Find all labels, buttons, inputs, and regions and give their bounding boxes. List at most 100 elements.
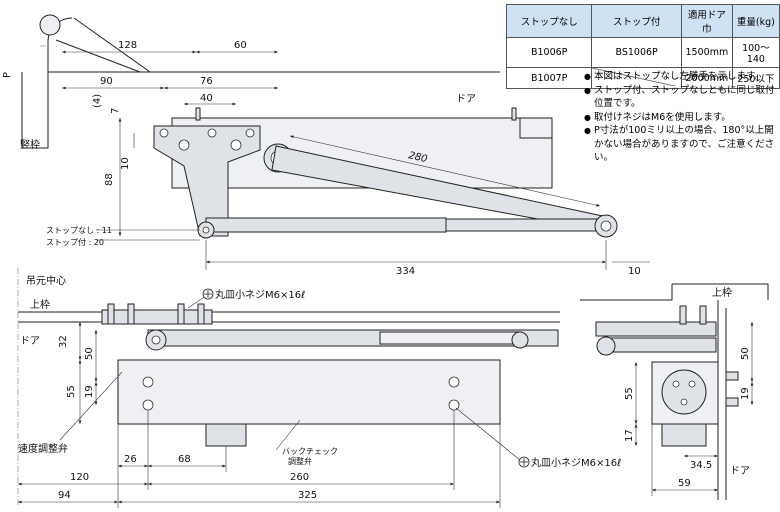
screw-stud bbox=[511, 107, 517, 121]
dim-94: 94 bbox=[58, 490, 71, 501]
side-label-upper-frame: 上枠 bbox=[712, 286, 732, 299]
table-cell: BS1006P bbox=[591, 37, 682, 68]
side-dim-19: 19 bbox=[740, 387, 751, 400]
side-arm bbox=[605, 337, 717, 353]
side-hole bbox=[680, 398, 688, 406]
screw-stud bbox=[197, 303, 205, 325]
side-hole bbox=[688, 380, 696, 388]
notes-list: 本図はストップなし左勝手を示します。 ストップ付、ストップなしともに同じ取付位置… bbox=[584, 70, 776, 165]
label-p: P bbox=[2, 72, 13, 78]
dim-280: 280 bbox=[407, 150, 428, 165]
closer-endcap bbox=[519, 117, 553, 139]
upper-frame-profile bbox=[580, 283, 769, 301]
label-backcheck-2: 調整弁 bbox=[288, 456, 312, 466]
label-backcheck-1: バックチェック bbox=[282, 447, 338, 456]
dim-325: 325 bbox=[298, 490, 317, 501]
dim-7: 7 bbox=[110, 108, 121, 114]
label-frame: 竪枠 bbox=[20, 138, 40, 151]
header-door-width: 適用ドア巾 bbox=[680, 4, 733, 38]
side-dim-59: 59 bbox=[678, 478, 691, 489]
screw-stud bbox=[127, 303, 135, 325]
label-pivot-center: 吊元中心 bbox=[26, 274, 66, 287]
dim-10: 10 bbox=[120, 157, 131, 170]
screw-callout-top: 丸皿小ネジM6×16ℓ bbox=[202, 288, 305, 301]
dim-128: 128 bbox=[118, 40, 137, 51]
rod-arm-2 bbox=[445, 218, 607, 232]
dim-90: 90 bbox=[100, 76, 113, 87]
side-hole bbox=[672, 380, 680, 388]
hinge-circle bbox=[39, 14, 61, 36]
screw-hole bbox=[230, 139, 242, 151]
label-screw-bottom: 丸皿小ネジM6×16ℓ bbox=[531, 456, 621, 469]
screw-callout-bottom: 丸皿小ネジM6×16ℓ bbox=[518, 456, 621, 469]
label-door: ドア bbox=[456, 94, 476, 105]
note-item: P寸法が100ミリ以上の場合、180°以上開かない場合がありますので、ご注意くだ… bbox=[584, 124, 776, 165]
screw-stud bbox=[195, 107, 201, 121]
mount-hole bbox=[142, 376, 154, 388]
screw-stud bbox=[699, 305, 707, 325]
front-view: 32 50 55 19 26 68 260 120 94 325 吊元中心 上枠… bbox=[17, 268, 621, 508]
label-door-front: ドア bbox=[20, 336, 40, 347]
screw-stud bbox=[679, 305, 687, 325]
diag-line-2 bbox=[73, 17, 151, 73]
mount-hole bbox=[448, 399, 460, 411]
side-body-circle bbox=[661, 369, 707, 415]
dim-19: 19 bbox=[84, 385, 95, 398]
dim-55: 55 bbox=[66, 385, 77, 398]
screw-stud bbox=[177, 303, 185, 325]
rod-pivot-hole bbox=[202, 226, 210, 234]
leader-line bbox=[455, 407, 521, 461]
side-view: 50 55 19 17 34.5 59 上枠 ドア bbox=[580, 283, 769, 500]
side-screw bbox=[725, 397, 739, 407]
side-screw bbox=[725, 371, 739, 381]
side-bottom-block bbox=[661, 423, 707, 447]
dim-68: 68 bbox=[178, 454, 191, 465]
closer-bottom-block bbox=[205, 423, 247, 447]
dim-line bbox=[289, 135, 601, 207]
frame-jamb bbox=[21, 72, 49, 149]
dim-40: 40 bbox=[200, 93, 213, 104]
dim-76: 76 bbox=[200, 76, 213, 87]
screw-hole bbox=[178, 139, 190, 151]
mount-hole bbox=[448, 376, 460, 388]
arm-end-pivot-hole bbox=[600, 220, 612, 232]
mount-bracket bbox=[153, 125, 261, 237]
label-stop-none: ストップなし : 11 bbox=[46, 226, 112, 235]
dim-334: 334 bbox=[396, 266, 415, 277]
pivot-front-hole bbox=[151, 335, 161, 345]
label-screw-top: 丸皿小ネジM6×16ℓ bbox=[215, 288, 305, 301]
mount-hole bbox=[142, 399, 154, 411]
screw-hole bbox=[207, 128, 217, 138]
screw-hole bbox=[159, 128, 169, 138]
side-mount-plate bbox=[595, 321, 717, 337]
dim-32: 32 bbox=[58, 335, 69, 348]
label-stop-with: ストップ付 : 20 bbox=[46, 237, 104, 247]
screw-stud bbox=[107, 303, 115, 325]
dim-26: 26 bbox=[124, 454, 137, 465]
dim-60: 60 bbox=[234, 40, 247, 51]
dim-120: 120 bbox=[70, 472, 89, 483]
closer-body-front bbox=[117, 359, 501, 425]
side-dim-17: 17 bbox=[624, 429, 635, 442]
leader-line bbox=[275, 419, 301, 451]
dim-260: 260 bbox=[290, 472, 309, 483]
note-item: 取付けネジはM6を使用します。 bbox=[584, 111, 776, 125]
note-item: ストップ付、ストップなしともに同じ取付位置です。 bbox=[584, 84, 776, 111]
leader-line bbox=[59, 371, 123, 441]
header-weight: 重量(kg) bbox=[731, 4, 780, 38]
side-dim-55: 55 bbox=[624, 387, 635, 400]
header-no-stop: ストップなし bbox=[505, 4, 593, 38]
note-item: 本図はストップなし左勝手を示します。 bbox=[584, 70, 776, 84]
side-pivot bbox=[596, 336, 616, 356]
rod-front bbox=[379, 331, 521, 345]
dim-88: 88 bbox=[104, 173, 115, 186]
diag-line bbox=[55, 39, 141, 73]
label-speed-valve: 速度調整弁 bbox=[18, 442, 68, 455]
table-cell: B1006P bbox=[505, 37, 593, 68]
label-upper-frame: 上枠 bbox=[30, 298, 50, 311]
rod-arm bbox=[205, 217, 447, 233]
top-view: 128 60 90 76 40 (4) 7 10 88 280 334 10 P… bbox=[2, 14, 650, 277]
side-dim-34-5: 34.5 bbox=[690, 460, 712, 471]
